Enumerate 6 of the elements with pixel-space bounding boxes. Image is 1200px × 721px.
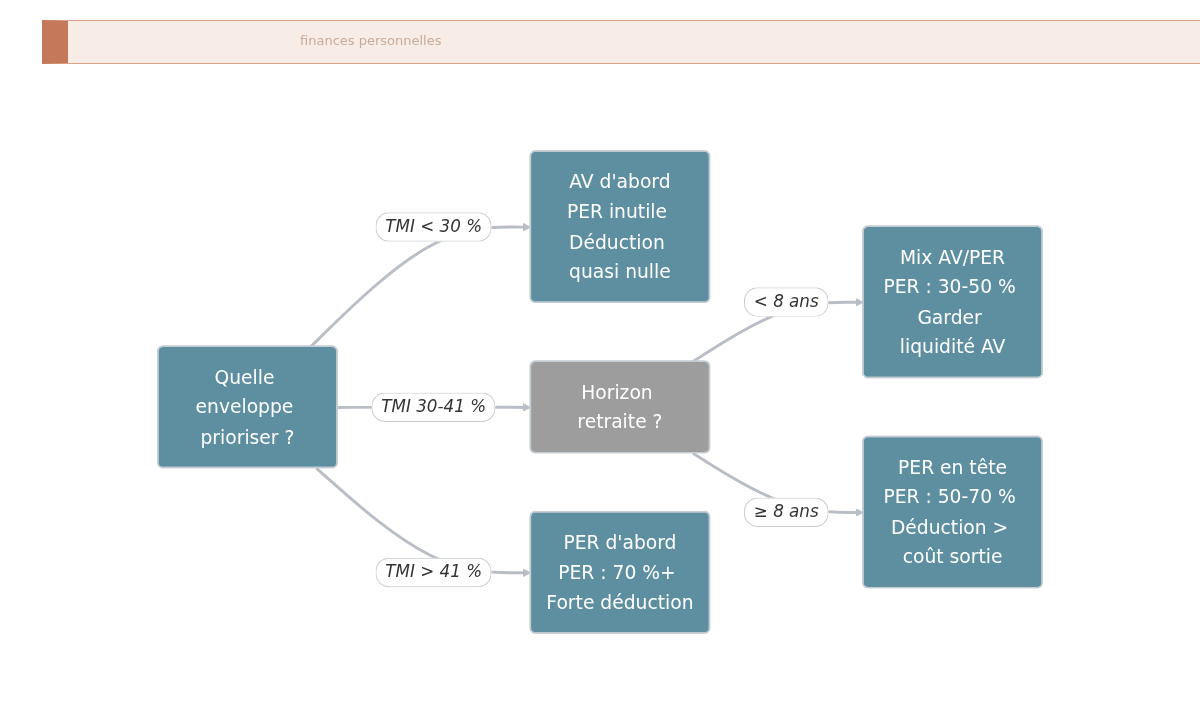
edge-label: TMI 30-41 % (381, 396, 487, 417)
edge-label: ≥ 8 ans (753, 501, 819, 522)
edge-label: TMI > 41 % (385, 561, 483, 582)
edge-label: TMI < 30 % (385, 216, 483, 236)
edge-label: < 8 ans (753, 291, 819, 311)
tagline-text: finances personnelles (300, 33, 442, 48)
